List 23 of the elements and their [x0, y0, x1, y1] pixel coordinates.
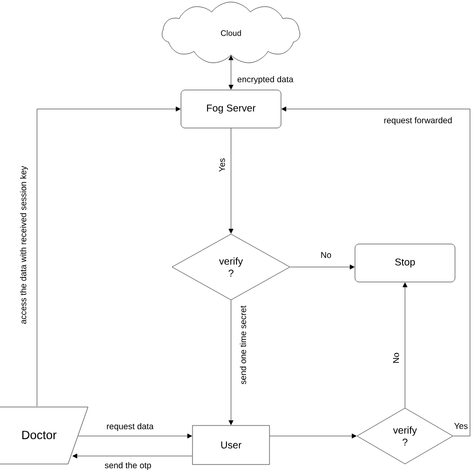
branch-label: Yes — [453, 422, 469, 430]
edge-label: encrypted data — [236, 75, 294, 85]
arrow — [270, 434, 357, 438]
process-box: Fog Server — [180, 90, 282, 128]
arrow — [78, 434, 192, 438]
arrow — [228, 128, 234, 234]
arrow — [36, 106, 181, 406]
edge-label: request data — [105, 422, 155, 432]
edge-label: Yes — [218, 157, 226, 173]
process-box: Stop — [354, 244, 456, 282]
edge-label: request forwarded — [382, 116, 454, 126]
edge-label: No — [320, 251, 332, 259]
arrow — [228, 55, 234, 90]
arrow — [402, 282, 408, 408]
edge-label: access the data with received session key — [19, 164, 29, 326]
arrow — [290, 264, 355, 270]
edge-label: send one time secret — [238, 304, 248, 386]
arrow — [72, 454, 192, 458]
arrow — [228, 300, 234, 426]
edge-label: send the otp — [104, 461, 152, 471]
edge-label: No — [392, 352, 400, 364]
arrow — [281, 106, 470, 436]
process-box: User — [192, 425, 270, 465]
